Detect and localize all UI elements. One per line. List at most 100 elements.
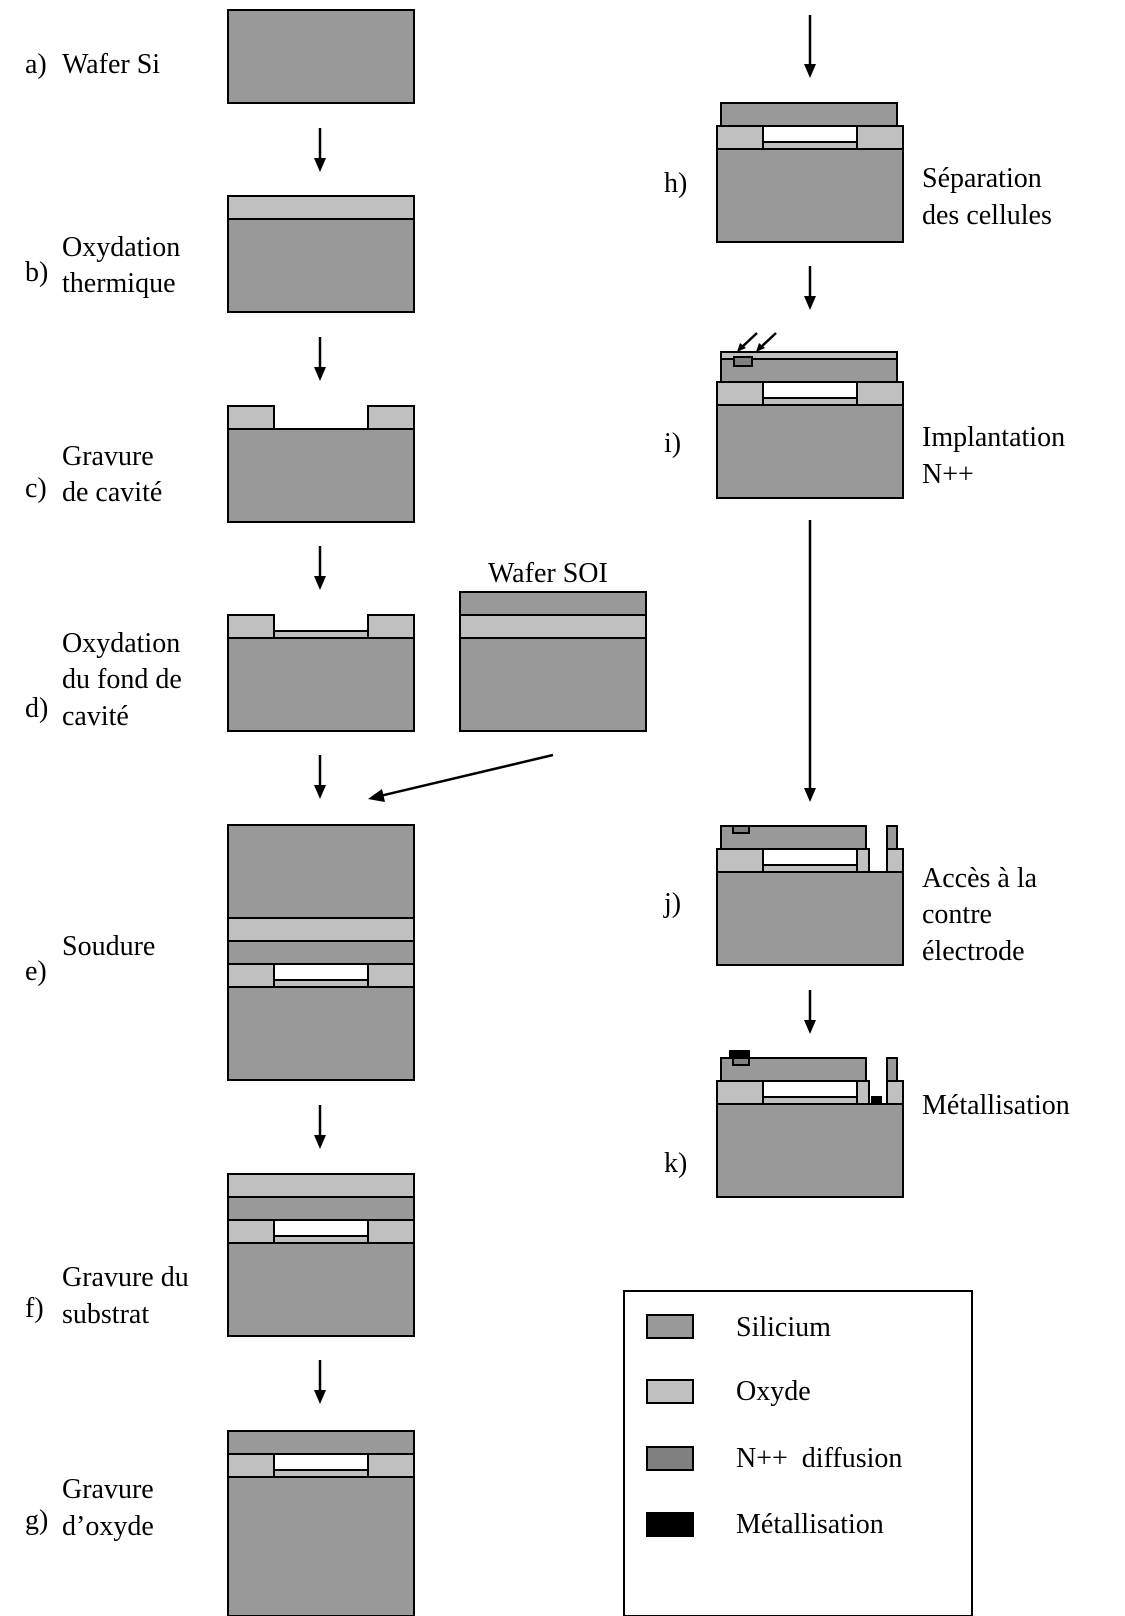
- soi-top-silicon: [227, 1196, 415, 1221]
- soi-buried-oxide: [227, 917, 415, 942]
- cavity-bottom-oxide: [762, 864, 858, 873]
- metal-contact-bottom: [871, 1096, 882, 1105]
- oxide-pad-right: [856, 381, 904, 406]
- oxide-pad-left: [227, 1219, 275, 1244]
- soi-buried-oxide: [459, 614, 647, 639]
- silicon-substrate: [716, 148, 904, 243]
- oxide-pad-left: [227, 1453, 275, 1478]
- step-a-structure: [227, 9, 415, 104]
- step-text-j-2: contre: [922, 899, 992, 930]
- flow-arrow-soi-e: [368, 753, 554, 802]
- step-c-structure: [227, 405, 415, 523]
- flow-arrow-c-d: [314, 546, 326, 590]
- step-text-i-1: Implantation: [922, 422, 1065, 453]
- step-letter-j: j): [663, 888, 681, 919]
- cavity: [762, 381, 858, 399]
- soi-top-silicon: [227, 940, 415, 965]
- legend: Silicium Oxyde N++ diffusion Métallisati…: [623, 1290, 973, 1616]
- oxide-pad-left: [716, 381, 764, 406]
- silicon-substrate: [227, 637, 415, 732]
- oxide-pad-right: [367, 405, 415, 430]
- step-letter-g: g): [25, 1505, 48, 1536]
- step-text-e: Soudure: [62, 931, 155, 962]
- cavity: [273, 1453, 369, 1471]
- step-text-d-1: Oxydation: [62, 628, 180, 659]
- oxide-pad-right: [856, 125, 904, 150]
- flow-arrow-f-g: [314, 1360, 326, 1404]
- silicon-substrate: [716, 1103, 904, 1198]
- silicon-substrate: [227, 1242, 415, 1337]
- oxide-pad-left: [227, 405, 275, 430]
- oxide-pad-far-right: [886, 848, 904, 873]
- membrane-silicon: [720, 102, 898, 127]
- metal-contact-top: [729, 1050, 750, 1059]
- step-text-d-3: cavité: [62, 701, 129, 732]
- legend-label-n-diffusion: N++ diffusion: [736, 1443, 902, 1474]
- step-k-structure: [716, 1050, 904, 1198]
- legend-label-oxyde: Oxyde: [736, 1376, 811, 1407]
- oxide-pad-right: [856, 1080, 870, 1105]
- cavity: [273, 963, 369, 981]
- oxide-pad-right: [367, 1219, 415, 1244]
- step-text-b-1: Oxydation: [62, 232, 180, 263]
- oxide-pad-left: [716, 848, 764, 873]
- silicon-substrate: [716, 871, 904, 966]
- flow-arrow-j-k: [804, 990, 816, 1034]
- n-plus-diffusion: [733, 356, 753, 367]
- oxide-layer: [227, 195, 415, 220]
- flow-arrow-h-i: [804, 266, 816, 310]
- cavity: [762, 848, 858, 866]
- step-b-structure: [227, 195, 415, 313]
- step-letter-k: k): [664, 1148, 687, 1179]
- step-text-g-2: d’oxyde: [62, 1511, 154, 1542]
- silicon-substrate: [227, 1476, 415, 1616]
- oxide-pad-right: [367, 963, 415, 988]
- cavity-bottom-oxide: [762, 397, 858, 406]
- step-text-j-3: électrode: [922, 936, 1025, 967]
- legend-swatch-n-diffusion: [646, 1446, 694, 1471]
- implant-arrows: [737, 332, 777, 352]
- n-plus-diffusion: [732, 825, 750, 834]
- step-letter-h: h): [664, 168, 687, 199]
- oxide-pad-left: [716, 1080, 764, 1105]
- step-letter-d: d): [25, 693, 48, 724]
- flow-arrow-i-j: [804, 520, 816, 802]
- step-text-a: Wafer Si: [62, 49, 160, 80]
- silicon-substrate: [227, 9, 415, 104]
- step-text-f-2: substrat: [62, 1299, 149, 1330]
- isolated-silicon-pillar: [886, 1057, 898, 1082]
- step-text-k: Métallisation: [922, 1090, 1070, 1121]
- soi-handle-silicon: [459, 637, 647, 732]
- flow-arrow-g-h: [804, 15, 816, 78]
- step-g-structure: [227, 1430, 415, 1616]
- oxide-pad-left: [227, 963, 275, 988]
- step-letter-e: e): [25, 956, 47, 987]
- cavity: [762, 1080, 858, 1098]
- flow-arrow-e-f: [314, 1105, 326, 1149]
- cavity: [273, 1219, 369, 1237]
- step-j-structure: [716, 825, 904, 966]
- step-text-c-2: de cavité: [62, 477, 162, 508]
- step-text-h-2: des cellules: [922, 200, 1052, 231]
- cavity-bottom-oxide: [273, 979, 369, 988]
- step-d-structure: [227, 614, 415, 732]
- step-text-i-2: N++: [922, 459, 974, 490]
- flow-arrow-d-e: [314, 755, 326, 799]
- silicon-substrate: [227, 986, 415, 1081]
- step-text-g-1: Gravure: [62, 1474, 154, 1505]
- step-text-d-2: du fond de: [62, 664, 182, 695]
- n-plus-diffusion: [732, 1057, 750, 1066]
- flow-arrow-a-b: [314, 128, 326, 172]
- cavity-bottom-oxide: [762, 1096, 858, 1105]
- step-text-j-1: Accès à la: [922, 863, 1038, 894]
- cavity-bottom-oxide: [273, 630, 369, 639]
- step-letter-c: c): [25, 473, 47, 504]
- step-f-structure: [227, 1173, 415, 1337]
- silicon-substrate: [227, 218, 415, 313]
- cavity: [762, 125, 858, 143]
- step-letter-b: b): [25, 257, 48, 288]
- step-h-structure: [716, 102, 904, 243]
- oxide-pad-right: [367, 614, 415, 639]
- cavity-bottom-oxide: [762, 141, 858, 150]
